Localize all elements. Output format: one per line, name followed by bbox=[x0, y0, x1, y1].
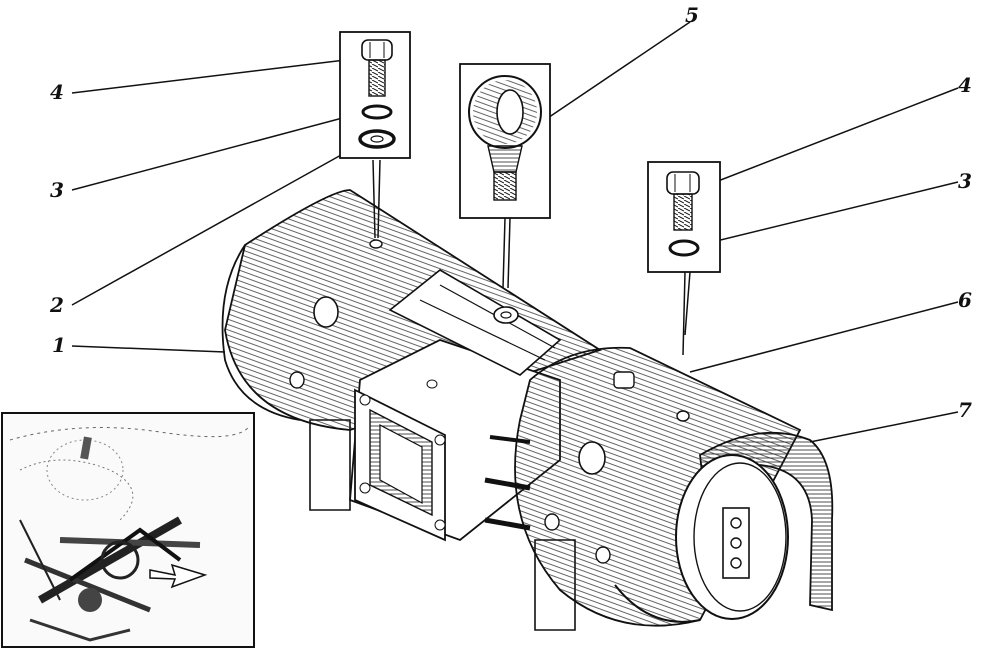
callout-7: 7 bbox=[958, 398, 972, 422]
callout-3-right: 3 bbox=[958, 169, 972, 193]
callout-1: 1 bbox=[52, 333, 66, 357]
callout-3-left: 3 bbox=[50, 178, 64, 202]
callout-4-right: 4 bbox=[958, 73, 972, 97]
callout-5: 5 bbox=[685, 3, 699, 27]
bolt-head-icon bbox=[361, 39, 393, 61]
spring-washer-icon bbox=[668, 239, 700, 257]
spring-washer-icon bbox=[361, 104, 393, 120]
location-inset bbox=[1, 412, 255, 648]
main-housing bbox=[221, 189, 834, 631]
callout-4-left: 4 bbox=[50, 80, 64, 104]
callout-6: 6 bbox=[958, 288, 972, 312]
bolt-washer-detail-right bbox=[647, 161, 721, 273]
eyebolt-detail bbox=[459, 63, 551, 219]
bolt-washer-detail-left bbox=[339, 31, 411, 159]
bolt-head-icon bbox=[666, 171, 700, 195]
callout-2: 2 bbox=[49, 293, 64, 317]
callout-labels: 4 3 2 1 5 4 3 6 7 bbox=[49, 3, 972, 422]
